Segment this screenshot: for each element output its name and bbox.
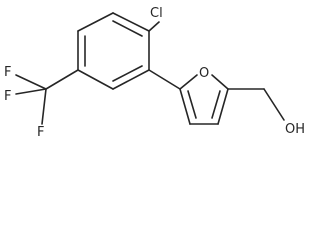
bond-furan-o-c5 bbox=[211, 74, 229, 90]
bond-c-f3 bbox=[41, 88, 47, 125]
hydroxymethyl-group: OH bbox=[227, 88, 305, 137]
fluorine-label-3: F bbox=[37, 125, 44, 140]
fluorine-label-2: F bbox=[4, 89, 11, 104]
bond-c-f2 bbox=[15, 88, 47, 95]
hydroxyl-label: OH bbox=[285, 122, 305, 137]
bond-ring-to-cl bbox=[148, 21, 160, 32]
bond-ch2-to-oh bbox=[263, 88, 285, 121]
bond-furan-inner-c5-c4 bbox=[211, 90, 221, 119]
bond-benzene-to-furan bbox=[148, 69, 181, 90]
chemical-structure: F F F Cl O OH bbox=[4, 6, 305, 140]
trifluoromethyl-group: F F F bbox=[4, 65, 79, 140]
furan-oxygen-label: O bbox=[199, 66, 209, 81]
furan-ring: O bbox=[179, 66, 229, 125]
bond-furan-c2-o bbox=[179, 74, 198, 90]
bond-furan-inner-c3-c2 bbox=[187, 90, 197, 119]
bond-ring-c4-c5 bbox=[77, 69, 114, 90]
bond-ring-to-cf3 bbox=[45, 69, 79, 90]
bond-ring-c3-c4 bbox=[112, 69, 150, 90]
bond-c-f1 bbox=[15, 74, 47, 90]
chlorine-label: Cl bbox=[150, 6, 163, 21]
bond-furan-c3-c2 bbox=[179, 88, 191, 125]
bond-furan-c5-c4 bbox=[217, 88, 229, 125]
bond-ring-c1-c2 bbox=[112, 12, 150, 32]
bond-ring-c6-c1 bbox=[77, 12, 114, 32]
benzene-ring bbox=[77, 12, 150, 90]
fluorine-label-1: F bbox=[4, 65, 11, 80]
bond-ring-inner-c1-c2 bbox=[112, 20, 143, 37]
chloro-substituent: Cl bbox=[148, 6, 163, 32]
bond-ring-inner-c3-c4 bbox=[112, 65, 143, 82]
